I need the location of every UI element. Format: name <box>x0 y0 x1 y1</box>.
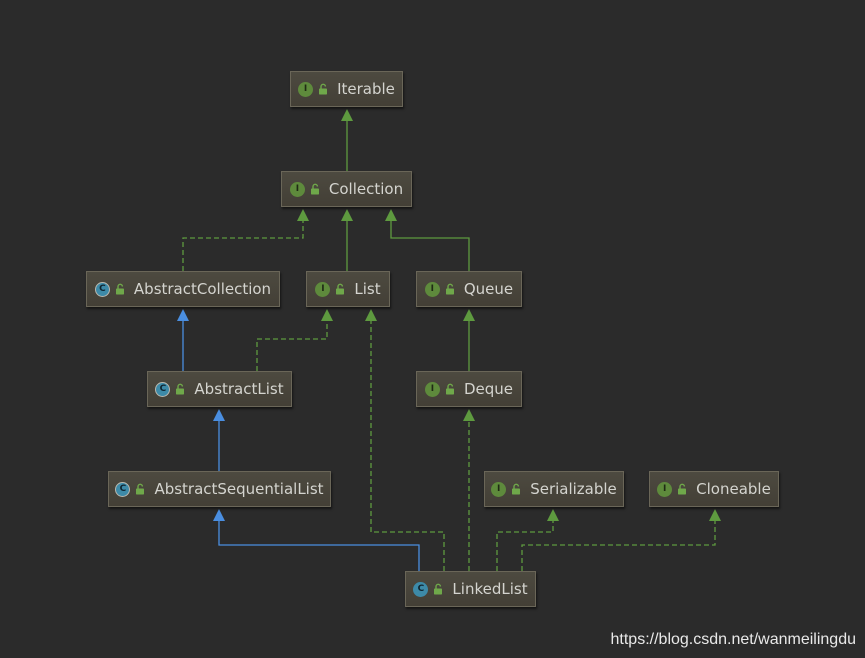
lock-icon <box>310 183 319 195</box>
lock-icon <box>512 483 521 495</box>
lock-icon <box>434 583 443 595</box>
node-list[interactable]: I List <box>306 271 390 307</box>
lock-icon <box>678 483 687 495</box>
lock-icon <box>176 383 185 395</box>
arrowhead-collection-to-iterable <box>341 109 353 121</box>
abstract-class-icon: C <box>115 481 131 497</box>
lock-icon <box>136 483 145 495</box>
node-abstractsequentiallist[interactable]: C AbstractSequentialList <box>108 471 331 507</box>
interface-icon: I <box>491 481 507 497</box>
class-icon: C <box>413 581 429 597</box>
node-label: List <box>354 279 381 298</box>
edge-linkedlist-to-cloneable <box>521 521 716 571</box>
interface-icon: I <box>424 381 440 397</box>
arrowhead-linkedlist-to-serializable <box>547 509 559 521</box>
node-label: Queue <box>463 279 514 298</box>
interface-icon: I <box>315 281 331 297</box>
node-label: AbstractList <box>194 379 284 398</box>
node-label: LinkedList <box>452 579 528 598</box>
node-abstractlist[interactable]: C AbstractList <box>147 371 292 407</box>
node-label: AbstractSequentialList <box>154 479 324 498</box>
edge-linkedlist-to-list <box>370 321 445 571</box>
interface-icon: I <box>657 481 673 497</box>
node-cloneable[interactable]: I Cloneable <box>649 471 779 507</box>
node-label: Deque <box>463 379 514 398</box>
lock-icon <box>115 283 124 295</box>
node-label: Serializable <box>530 479 617 498</box>
arrowhead-abstractlist-to-abstractcollection <box>177 309 189 321</box>
arrowhead-queue-to-collection <box>385 209 397 221</box>
lock-icon <box>445 383 454 395</box>
watermark-text: https://blog.csdn.net/wanmeilingdu <box>610 631 856 648</box>
arrowhead-linkedlist-to-deque <box>463 409 475 421</box>
node-label: Cloneable <box>696 479 771 498</box>
arrowhead-linkedlist-to-abstractsequentiallist <box>213 509 225 521</box>
interface-icon: I <box>424 281 440 297</box>
arrowhead-abstractsequentiallist-to-abstractlist <box>213 409 225 421</box>
node-deque[interactable]: I Deque <box>416 371 522 407</box>
edge-abstractcollection-to-collection <box>182 221 304 271</box>
node-abstractcollection[interactable]: C AbstractCollection <box>86 271 280 307</box>
arrowhead-abstractlist-to-list <box>321 309 333 321</box>
arrowhead-list-to-collection <box>341 209 353 221</box>
edge-linkedlist-to-abstractsequentiallist <box>218 521 420 571</box>
lock-icon <box>445 283 454 295</box>
edge-linkedlist-to-serializable <box>496 521 554 571</box>
lock-icon <box>336 283 345 295</box>
arrowhead-linkedlist-to-list <box>365 309 377 321</box>
abstract-class-icon: C <box>94 281 110 297</box>
arrowhead-deque-to-queue <box>463 309 475 321</box>
node-queue[interactable]: I Queue <box>416 271 522 307</box>
interface-icon: I <box>298 81 314 97</box>
node-label: Collection <box>328 179 404 198</box>
node-label: Iterable <box>337 79 395 98</box>
edge-abstractlist-to-list <box>256 321 328 371</box>
arrowhead-linkedlist-to-cloneable <box>709 509 721 521</box>
edge-queue-to-collection <box>390 221 470 271</box>
node-linkedlist[interactable]: C LinkedList <box>405 571 536 607</box>
node-collection[interactable]: I Collection <box>281 171 412 207</box>
interface-icon: I <box>289 181 305 197</box>
node-iterable[interactable]: I Iterable <box>290 71 403 107</box>
lock-icon <box>319 83 328 95</box>
node-label: AbstractCollection <box>133 279 272 298</box>
abstract-class-icon: C <box>155 381 171 397</box>
node-serializable[interactable]: I Serializable <box>484 471 624 507</box>
arrowhead-abstractcollection-to-collection <box>297 209 309 221</box>
